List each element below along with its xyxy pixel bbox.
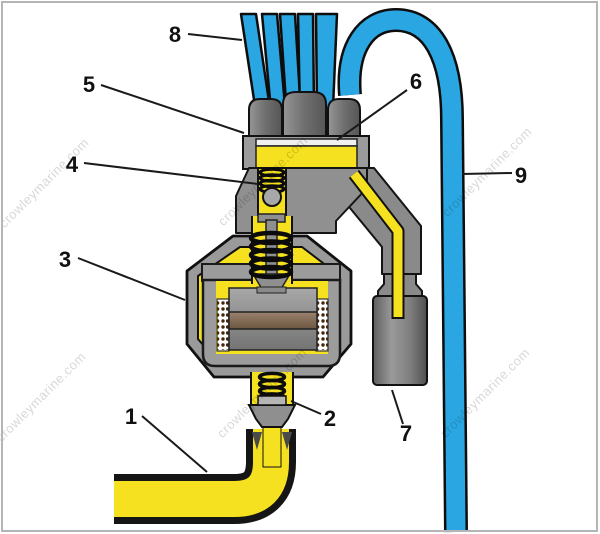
leader-line [391,389,404,425]
callout-5: 5 [83,72,245,134]
callout-label: 5 [83,72,95,97]
callout-label: 2 [324,406,336,431]
callout-7: 7 [391,389,412,446]
barb-fitting [247,404,297,428]
piston-seal-band [228,311,318,330]
callout-label: 6 [410,69,422,94]
callout-4: 4 [66,152,259,185]
callouts: 1 2 3 4 5 6 7 8 [59,22,527,473]
callout-label: 1 [125,404,137,429]
hose-boots [248,91,361,141]
callout-label: 4 [66,152,79,177]
hose-boot [248,98,283,141]
callout-label: 9 [515,163,527,188]
side-spring-right [315,298,329,352]
callout-label: 7 [400,421,412,446]
fuel-channel [348,170,405,319]
leader-line [290,400,322,415]
barb-right [282,432,292,450]
callout-8: 8 [169,22,243,47]
leader-line [141,415,208,473]
leader-line [187,33,243,41]
leader-line [83,162,259,185]
callout-label: 8 [169,22,181,47]
callout-6: 6 [336,69,422,141]
hose-boot [282,91,327,141]
barb-left [252,432,262,450]
leader-line [77,257,186,301]
leader-line [461,172,513,175]
check-valve-assembly [248,167,294,294]
large-blue-supply-hose [337,7,468,533]
callout-3: 3 [59,247,186,301]
leader-line [336,89,408,141]
callout-9: 9 [461,163,527,188]
callout-1: 1 [125,404,208,473]
check-valve-spring [258,167,286,194]
outlet-valve-assembly [247,371,297,468]
callout-2: 2 [290,400,336,431]
manifold-cap [242,135,370,170]
valve-plate [257,395,287,406]
callout-label: 3 [59,247,71,272]
side-spring-left [216,298,230,352]
pump-body [185,234,353,379]
leader-line [100,84,245,134]
check-valve-ball [262,187,282,207]
umbrella-plate [256,286,287,294]
main-spring [248,230,294,280]
